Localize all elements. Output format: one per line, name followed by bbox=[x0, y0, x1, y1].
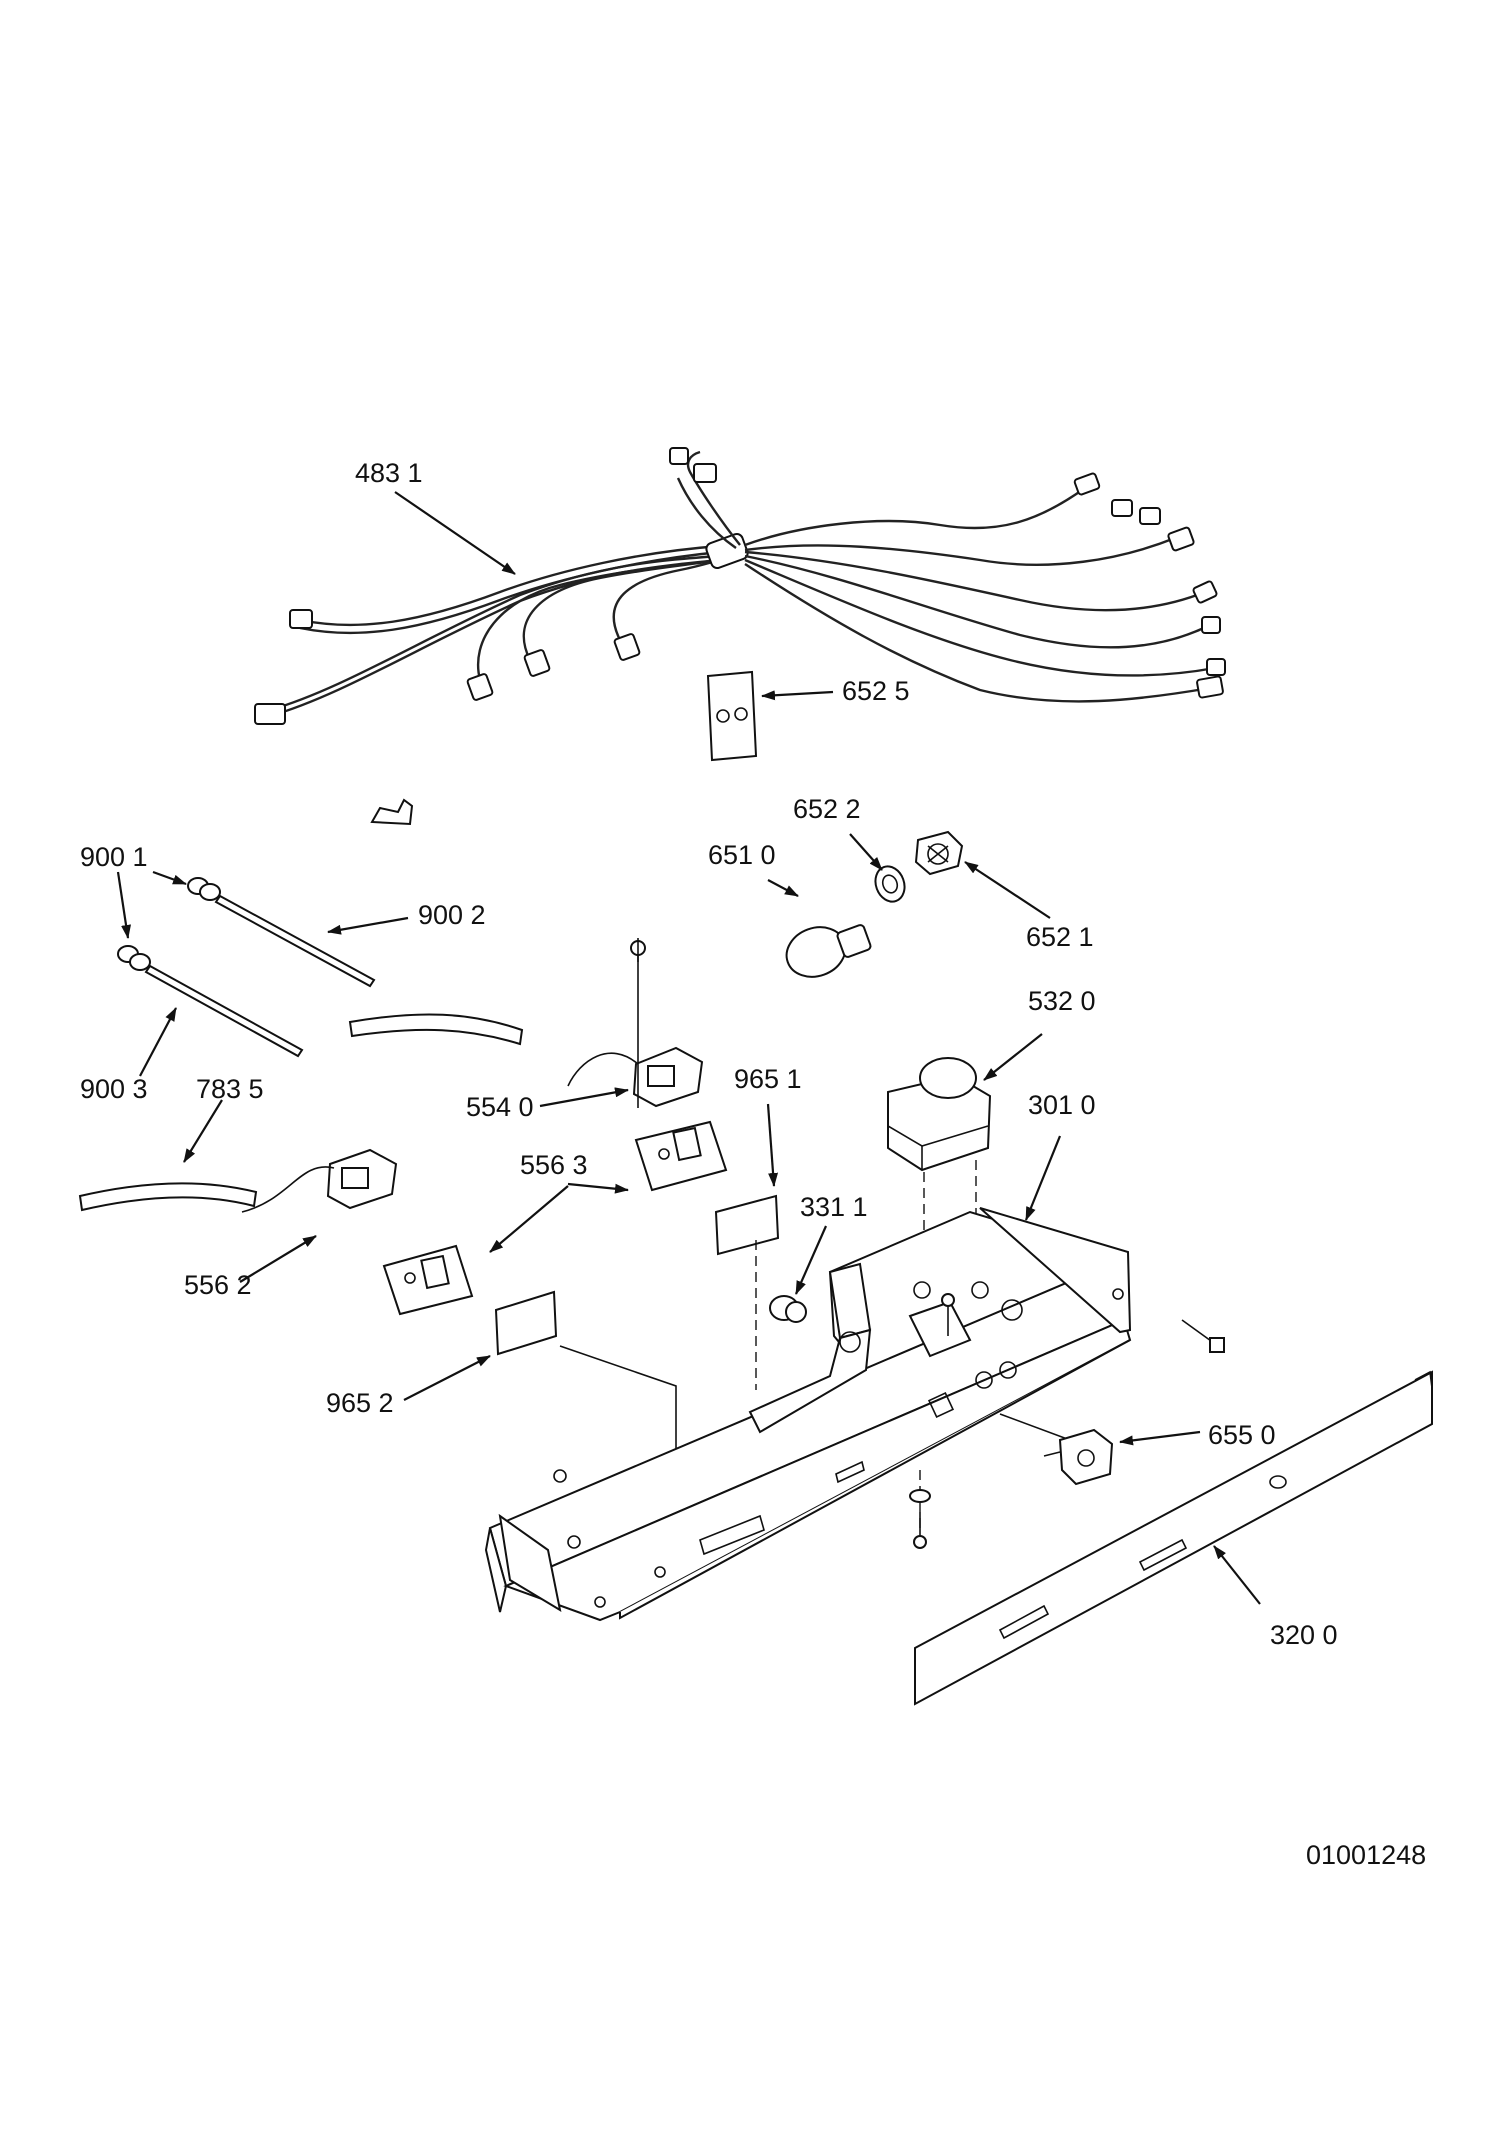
label-900-1: 900 1 bbox=[80, 842, 148, 872]
label-651-0: 651 0 bbox=[708, 840, 776, 870]
label-652-1: 652 1 bbox=[1026, 922, 1094, 952]
label-556-3: 556 3 bbox=[520, 1150, 588, 1180]
switch-655 bbox=[1043, 1428, 1114, 1486]
switch-554 bbox=[567, 938, 704, 1108]
label-301-0: 301 0 bbox=[1028, 1090, 1096, 1120]
lamp-socket bbox=[914, 830, 964, 876]
label-900-2: 900 2 bbox=[418, 900, 486, 930]
light-bulb bbox=[785, 924, 872, 978]
lamp-shield bbox=[874, 865, 906, 903]
grommet-set bbox=[117, 877, 221, 971]
tubes bbox=[78, 1013, 524, 1212]
defrost-timer bbox=[887, 1057, 992, 1172]
label-652-5: 652 5 bbox=[842, 676, 910, 706]
harness-clip bbox=[370, 798, 414, 826]
label-331-1: 331 1 bbox=[800, 1192, 868, 1222]
board-lower bbox=[382, 1244, 474, 1316]
label-655-0: 655 0 bbox=[1208, 1420, 1276, 1450]
label-sticker-1 bbox=[714, 1194, 780, 1256]
label-900-3: 900 3 bbox=[80, 1074, 148, 1104]
trim-panel bbox=[914, 1370, 1433, 1706]
mounting-plate bbox=[706, 670, 758, 762]
label-652-2: 652 2 bbox=[793, 794, 861, 824]
leader-lines bbox=[116, 491, 1261, 1605]
label-320-0: 320 0 bbox=[1270, 1620, 1338, 1650]
screws bbox=[909, 1293, 1225, 1549]
rods bbox=[144, 894, 376, 1058]
label-965-2: 965 2 bbox=[326, 1388, 394, 1418]
label-sticker-2 bbox=[494, 1290, 558, 1356]
wire-harness bbox=[254, 447, 1226, 725]
board-upper bbox=[634, 1120, 728, 1192]
label-556-2: 556 2 bbox=[184, 1270, 252, 1300]
switch-556-2 bbox=[241, 1148, 398, 1213]
label-965-1: 965 1 bbox=[734, 1064, 802, 1094]
grommet-331 bbox=[769, 1295, 807, 1323]
callout-labels: 483 1 652 5 652 2 651 0 652 1 900 1 900 … bbox=[80, 458, 1426, 1870]
label-483-1: 483 1 bbox=[355, 458, 423, 488]
drawing-number: 01001248 bbox=[1306, 1840, 1426, 1870]
label-532-0: 532 0 bbox=[1028, 986, 1096, 1016]
label-783-5: 783 5 bbox=[196, 1074, 264, 1104]
control-housing bbox=[484, 1207, 1132, 1622]
label-554-0: 554 0 bbox=[466, 1092, 534, 1122]
